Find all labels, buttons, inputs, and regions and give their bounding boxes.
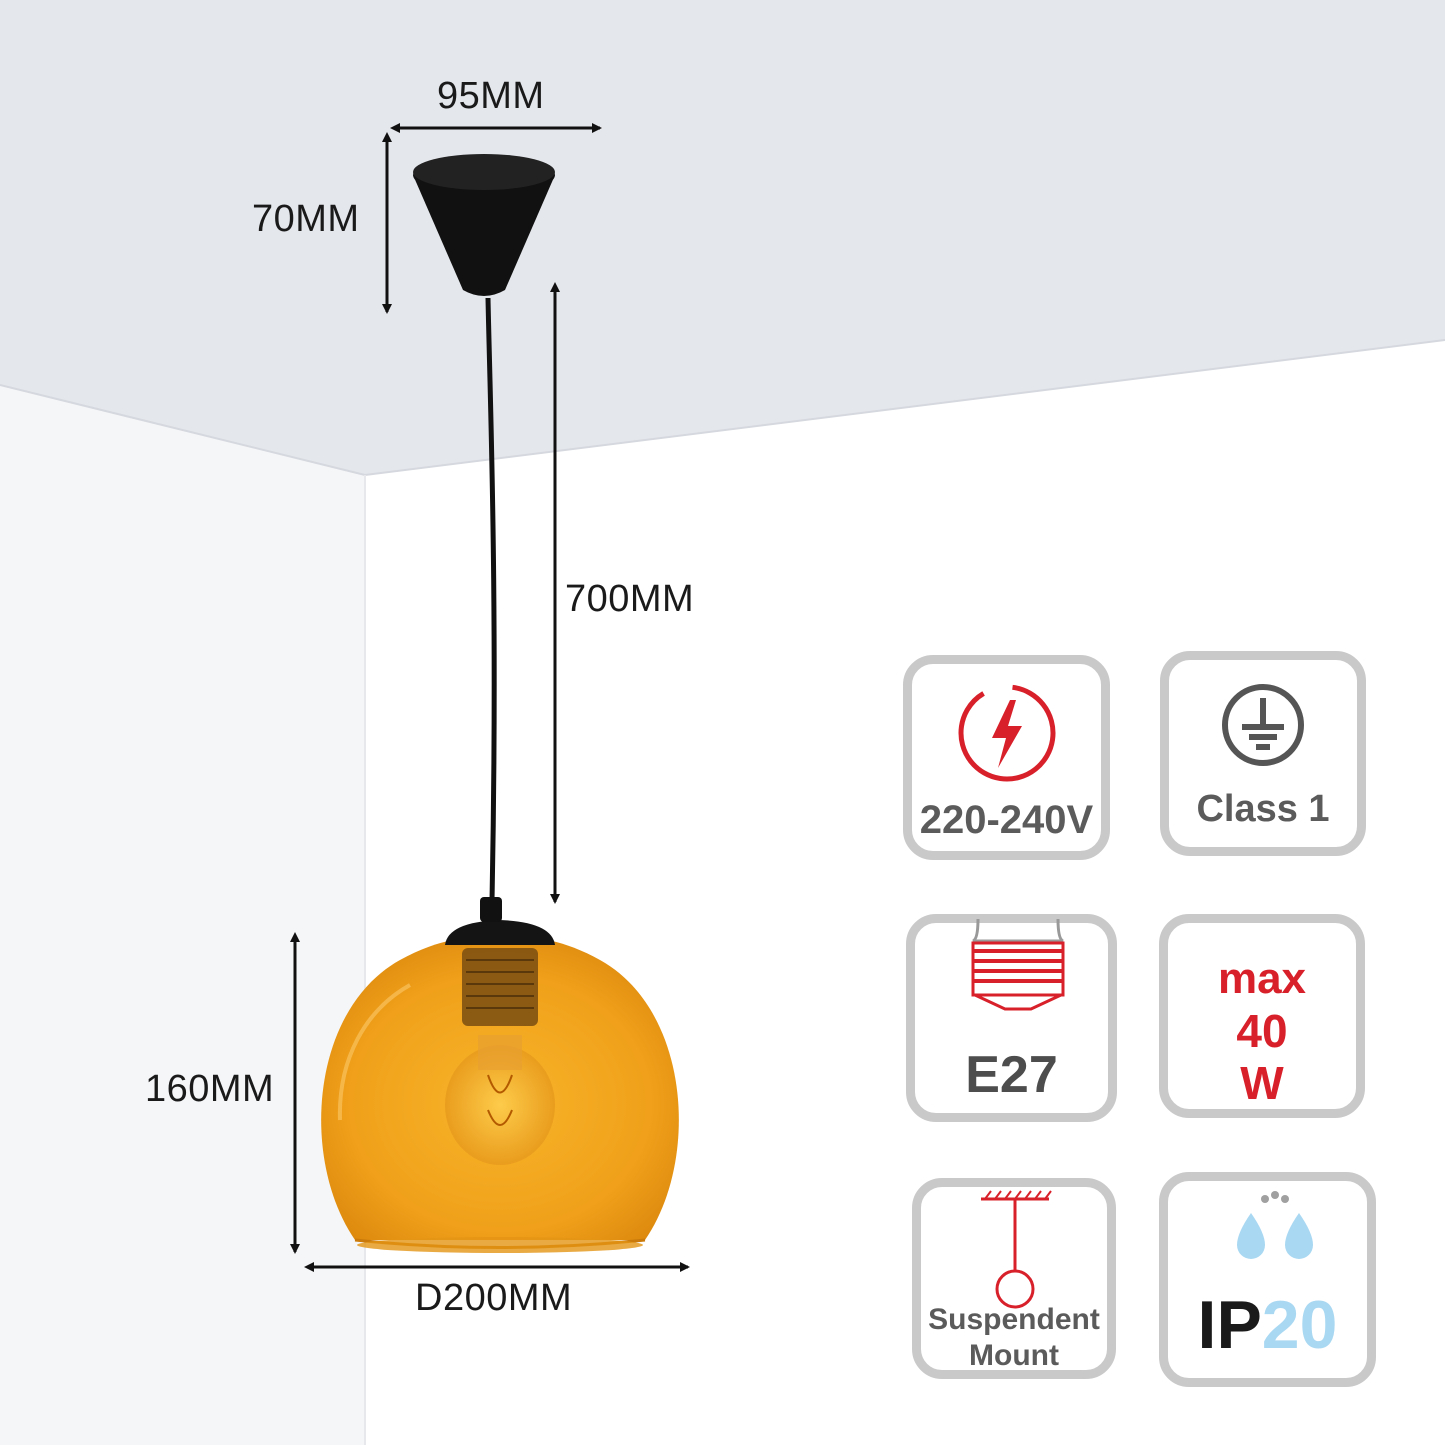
ip-prefix: IP [1197, 1287, 1262, 1363]
power-unit-label: W [1240, 1057, 1284, 1109]
water-drops-icon [1237, 1191, 1313, 1259]
ip-badge: IP20 [1159, 1172, 1376, 1387]
cable-length-label: 700MM [565, 578, 695, 620]
mount-label-line1: Suspendent [928, 1303, 1100, 1336]
mount-badge: Suspendent Mount [912, 1178, 1116, 1379]
ip-value: 20 [1261, 1287, 1338, 1363]
power-badge: max 40 W [1159, 914, 1365, 1118]
suspension-cable [485, 297, 497, 901]
e27-bulb-base-icon [971, 919, 1065, 1011]
shade-height-label: 160MM [145, 1068, 275, 1110]
left-wall [0, 385, 365, 1445]
glass-shade [321, 897, 679, 1253]
base-label: E27 [965, 1046, 1058, 1104]
voltage-label: 220-240V [919, 798, 1094, 842]
base-badge: E27 [906, 914, 1117, 1122]
mount-label-line2: Mount [969, 1339, 1059, 1372]
power-value-label: 40 [1236, 1005, 1288, 1057]
power-max-label: max [1217, 954, 1307, 1003]
ceiling-plane [0, 0, 1445, 475]
ip-rating-label: IP20 [1168, 1289, 1367, 1361]
class-badge: Class 1 [1160, 651, 1366, 856]
earth-ground-icon [1222, 684, 1304, 766]
shade-diameter-label: D200MM [415, 1277, 573, 1319]
canopy-width-label: 95MM [437, 75, 545, 117]
suspended-pendant-icon [981, 1190, 1052, 1309]
canopy-height-label: 70MM [252, 198, 360, 240]
voltage-badge: 220-240V [903, 655, 1110, 860]
class-label: Class 1 [1196, 788, 1330, 830]
lightning-icon [958, 684, 1056, 782]
ceiling-canopy [413, 154, 555, 296]
